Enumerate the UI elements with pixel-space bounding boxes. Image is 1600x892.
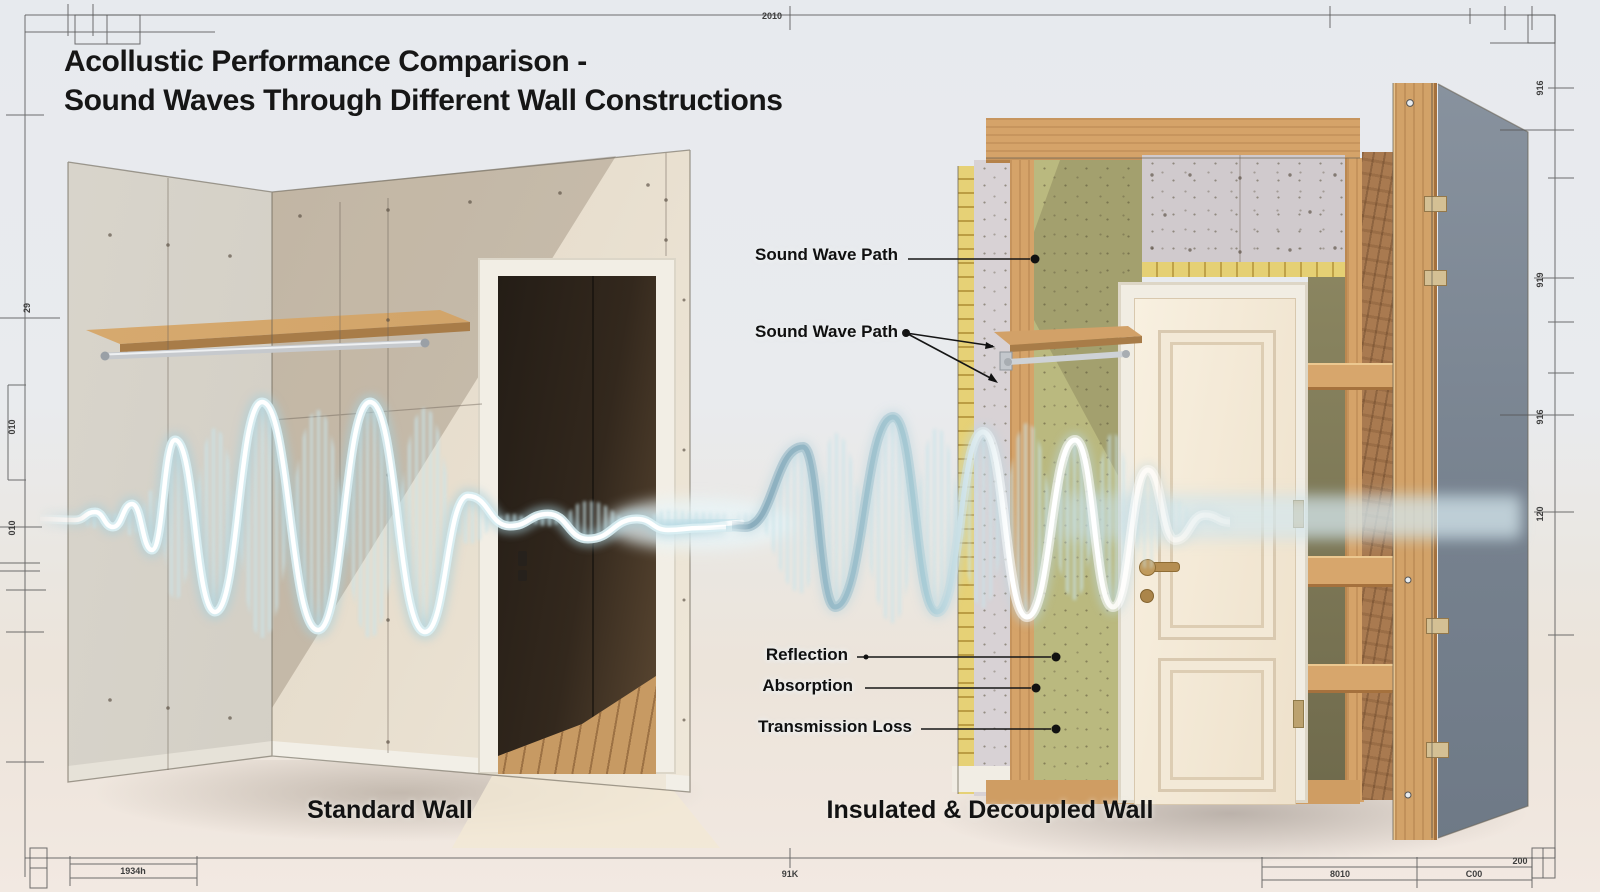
dimension-label: 010: [7, 520, 17, 535]
right-hanging-rod: [999, 350, 1130, 371]
dimension-label: 916: [1535, 80, 1545, 95]
wood-rail: [1308, 664, 1393, 693]
label-transmission-loss: Transmission Loss: [758, 717, 912, 736]
dimension-label: 1934h: [120, 866, 146, 876]
dimension-label: 29: [22, 303, 32, 313]
wall-outlines: [67, 83, 1529, 840]
door-hinge: [1293, 700, 1304, 728]
label-sound-wave-path-1: Sound Wave Path: [755, 245, 898, 264]
door-strike-plate: [518, 570, 527, 581]
screw-dots: [108, 173, 1337, 744]
sound-wave-right: [731, 408, 1231, 626]
label-sound-wave-path-2: Sound Wave Path: [755, 322, 898, 341]
yellow-insulation-strip: [1142, 262, 1345, 277]
leader-lines: [857, 254, 1061, 734]
caption-insulated-wall: Insulated & Decoupled Wall: [826, 796, 1154, 824]
sound-wave-left: [39, 393, 727, 641]
wave-comb-fill: [40, 402, 726, 638]
dimension-label: 919: [1535, 272, 1545, 287]
wood-rail: [1308, 363, 1393, 390]
metal-connector-plate: [1424, 270, 1447, 286]
title-line-2: Sound Waves Through Different Wall Const…: [64, 84, 783, 117]
wood-rail: [1308, 556, 1393, 587]
metal-connector-plate: [1424, 196, 1447, 212]
label-absorption: Absorption: [762, 676, 853, 695]
blueprint-frame: [0, 4, 1574, 889]
stud-screws: [1404, 99, 1414, 799]
dimension-label: 916: [1535, 409, 1545, 424]
dimension-label: 91K: [782, 869, 799, 879]
wave-core: [731, 414, 1231, 620]
caption-standard-wall: Standard Wall: [307, 796, 473, 824]
title-line-1: Acollustic Performance Comparison -: [64, 45, 587, 78]
top-drywall-panels: [1142, 155, 1345, 262]
dimension-label: 120: [1535, 506, 1545, 521]
door-lower-panel: [1158, 658, 1276, 792]
door-keyhole: [1140, 589, 1154, 603]
dimension-label: 2010: [762, 11, 782, 21]
dimension-label: 010: [7, 419, 17, 434]
dimension-label: C00: [1466, 869, 1483, 879]
wave-core: [39, 399, 727, 635]
dimension-label: 8010: [1330, 869, 1350, 879]
dimension-labels: 2010 91K 1934h 8010 C00 200 29 010 010 9…: [7, 11, 1545, 879]
left-hanging-rod: [100, 338, 430, 361]
dimension-label: 200: [1512, 856, 1527, 866]
label-reflection: Reflection: [765, 645, 848, 664]
page-title: Acollustic Performance Comparison - Soun…: [64, 42, 783, 120]
door-strike-plate: [518, 551, 527, 566]
right-wood-stud: [1345, 158, 1364, 802]
